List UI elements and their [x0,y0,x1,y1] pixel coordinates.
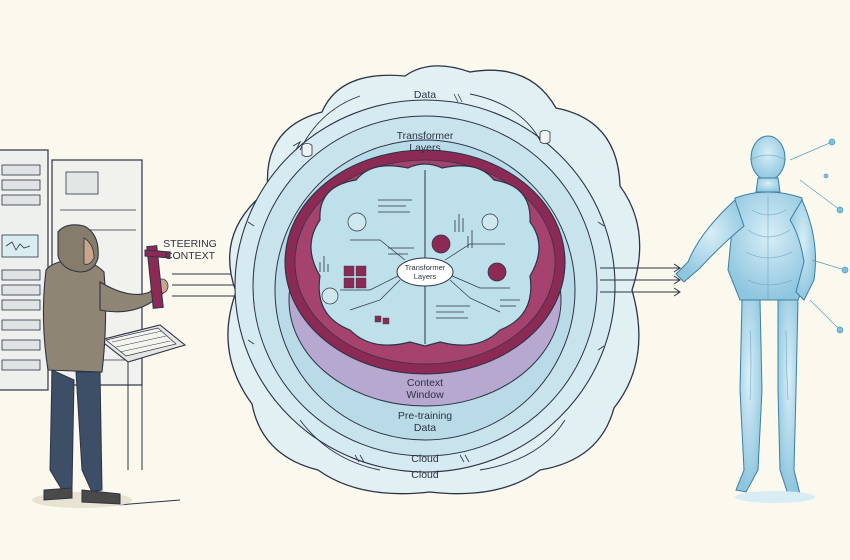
core-label-line1: Transformer [405,263,446,272]
cloud-label-inner: Cloud [411,453,439,465]
transformer-layers-label-line1: Transformer [397,130,454,142]
data-label: Data [414,89,436,101]
context-window-label-line1: Context [407,377,443,389]
pretraining-label-line2: Data [414,422,436,434]
hologram-wireframe [745,154,793,401]
cloud-label-outer: Cloud [411,469,439,481]
context-window-label-line2: Window [406,389,444,401]
lever-icon [144,245,171,309]
transformer-layers-label-line2: Layers [409,142,441,154]
hooded-operator [32,224,169,508]
keyboard-icon [98,324,187,506]
transformer-core [396,257,454,287]
steering-label-line1: STEERING [163,238,217,250]
model-diagram: Transformer Layers Data Transformer Laye… [227,65,641,495]
hologram-base [735,491,815,503]
database-icon [301,130,551,157]
steering-label-line2: CONTEXT [165,250,216,262]
neural-node-icon [789,138,849,334]
pretraining-label-line1: Pre-training [398,410,452,422]
holographic-human [675,135,816,495]
output-arrows [600,263,681,297]
core-label-line2: Layers [414,272,437,281]
